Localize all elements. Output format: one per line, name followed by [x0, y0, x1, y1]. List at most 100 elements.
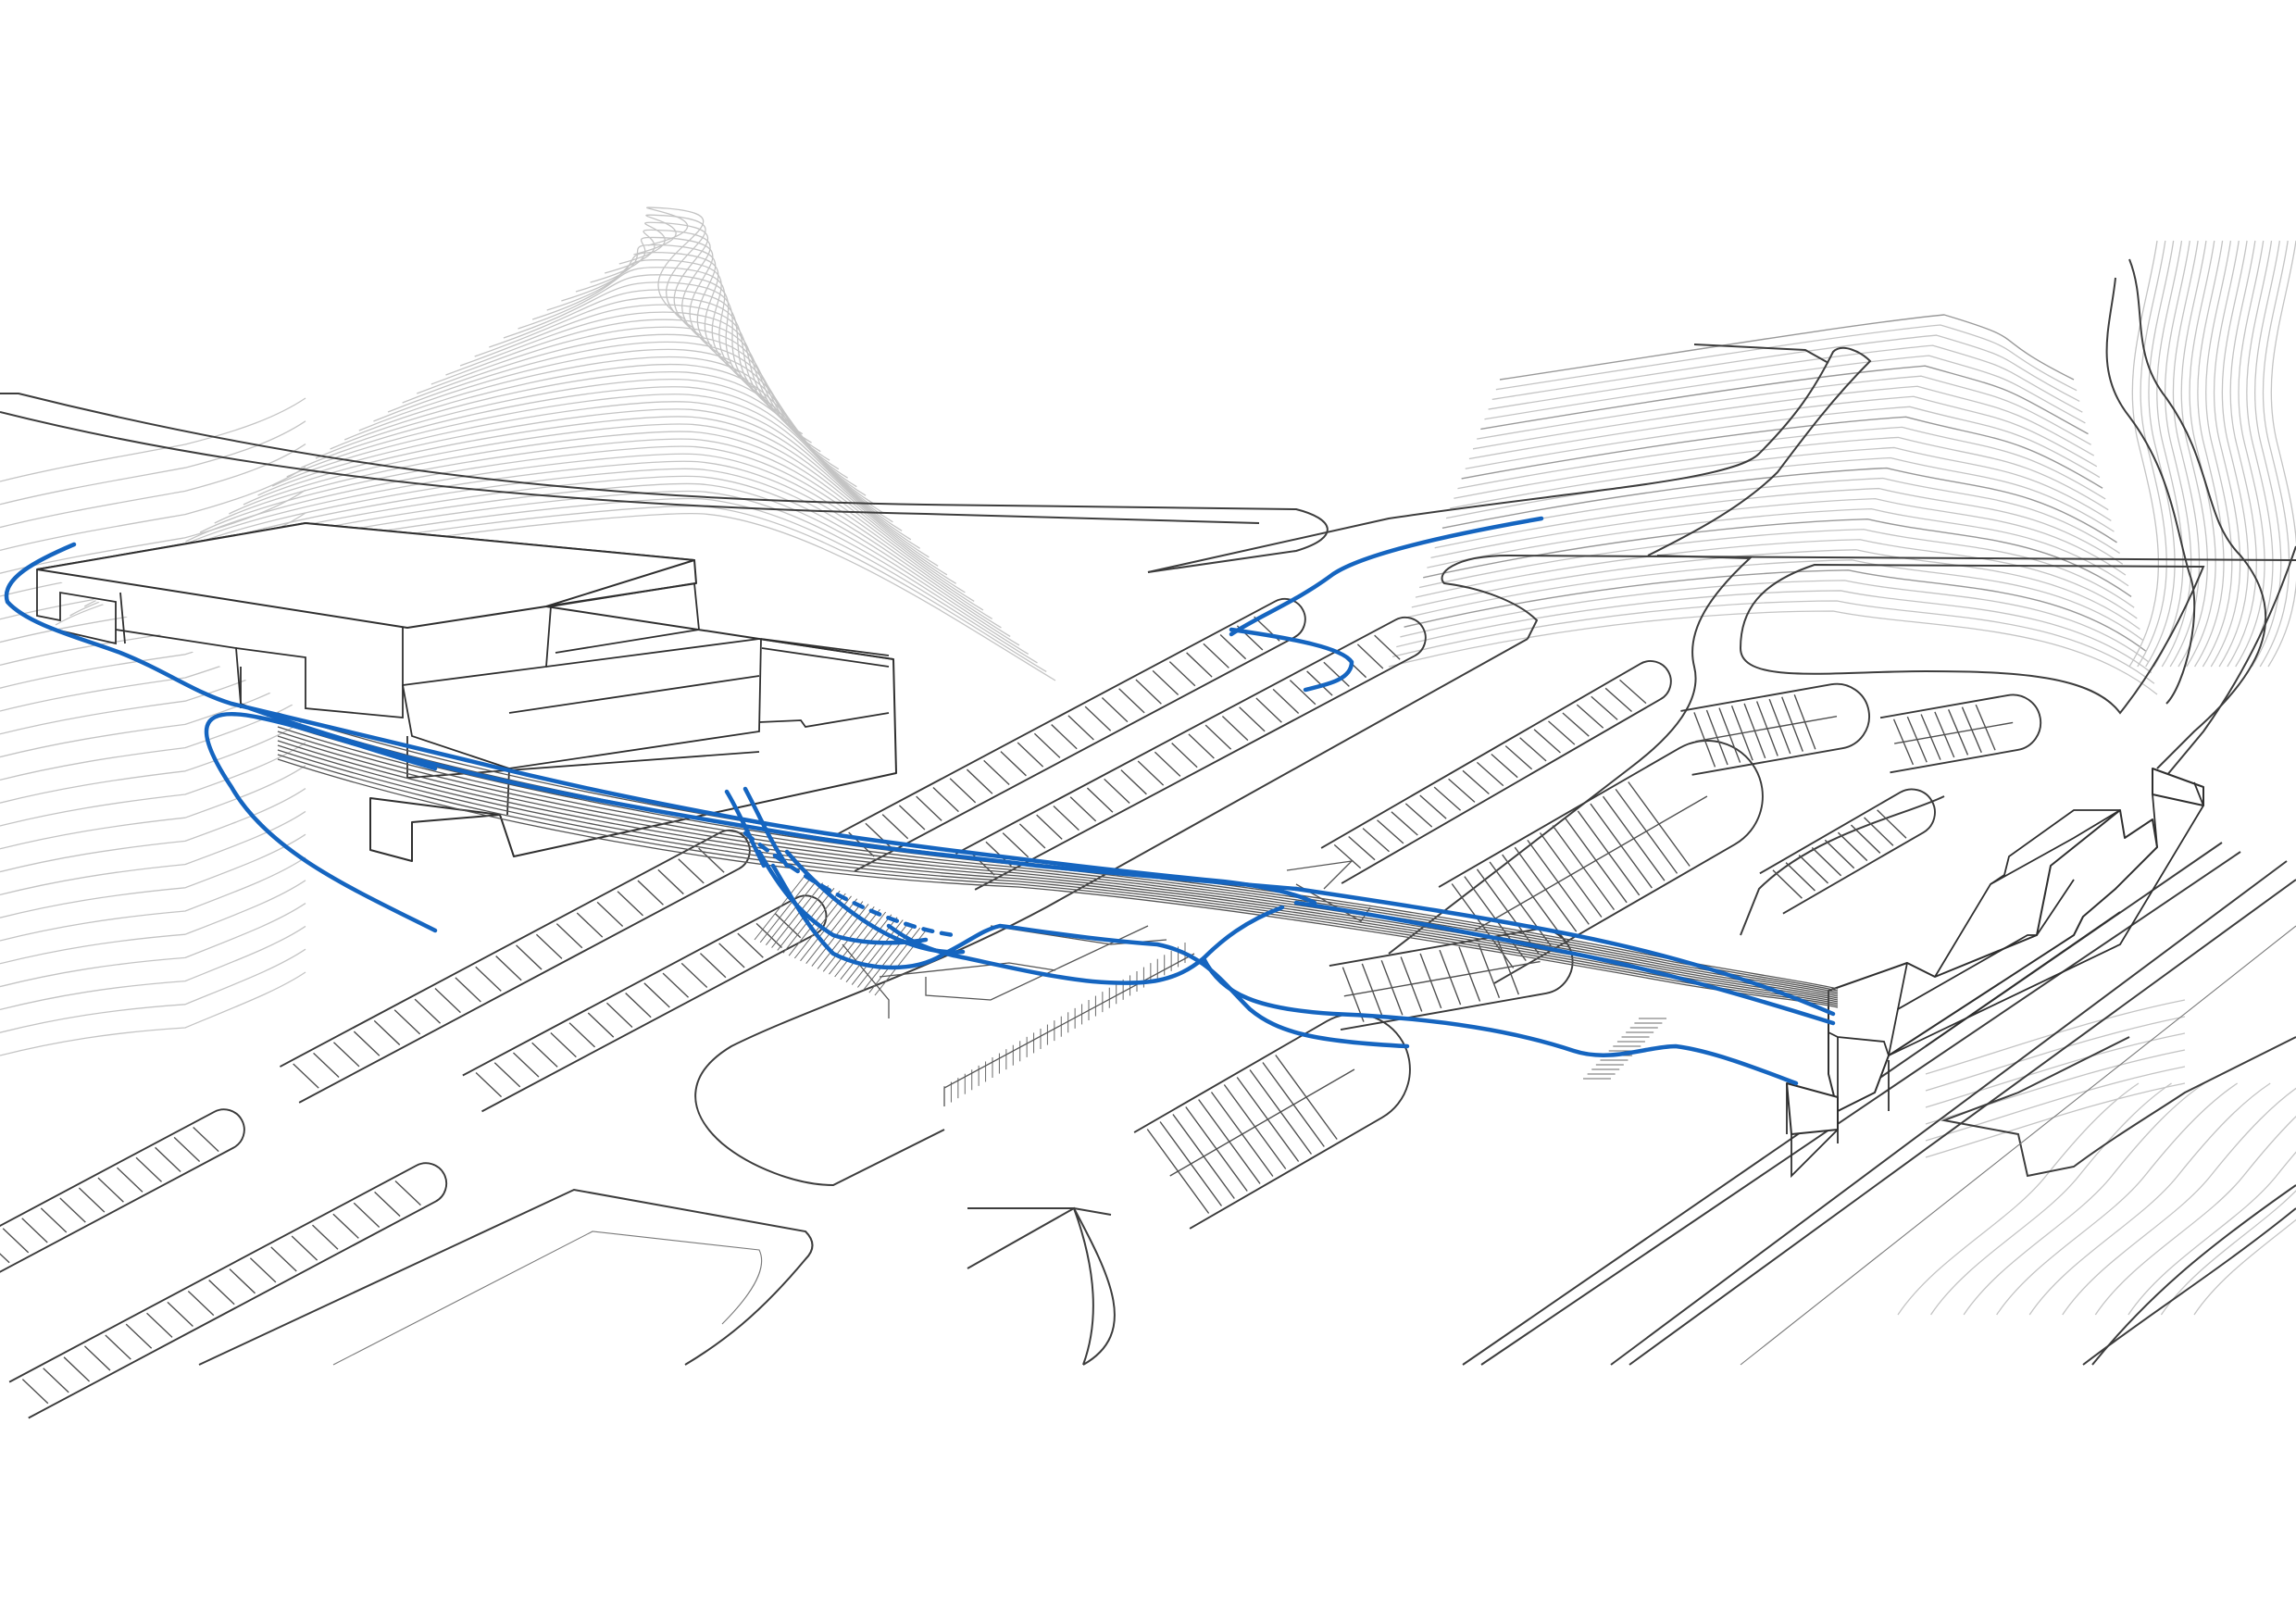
contour-line — [1963, 1082, 2205, 1316]
parking-stall-line — [414, 998, 442, 1024]
contour-line — [0, 443, 306, 529]
contour-line — [2267, 240, 2296, 668]
parking-lot-east-d — [1759, 788, 1936, 915]
flow-line-west-loop — [4, 542, 1317, 906]
flow-line-bridge-lower — [1293, 900, 1836, 1026]
contour-line — [2128, 240, 2160, 668]
parking-stall-line — [1619, 679, 1647, 705]
flow-line-west-curve — [204, 712, 438, 933]
parking-stall-line — [1033, 732, 1061, 758]
parking-stall-line — [983, 759, 1010, 786]
stair-edge — [879, 962, 1056, 978]
parking-stall-line — [193, 1126, 219, 1153]
contour-line — [633, 214, 706, 330]
contour-line — [1461, 416, 2103, 489]
contour-line — [1454, 436, 2109, 511]
contour-line — [2194, 240, 2225, 668]
parking-stall-line — [146, 1312, 173, 1338]
bridge-deck-line — [277, 744, 1839, 1003]
lower-left-road — [198, 1188, 814, 1366]
parking-stall-line — [637, 880, 664, 906]
parking-stall-line — [187, 1290, 215, 1317]
parking-stall-line — [1069, 796, 1097, 822]
railway-line-5 — [1740, 925, 2296, 1366]
parking-stall-line — [43, 1368, 69, 1393]
parking-stall-line — [568, 1022, 596, 1048]
contour-line — [1407, 559, 2143, 641]
contour-line — [229, 423, 948, 576]
parking-stall-line — [1051, 724, 1078, 750]
flow-line-stair-descent-2 — [756, 849, 929, 945]
contour-line — [0, 420, 306, 506]
contour-line — [503, 281, 776, 408]
railway-line-4 — [1628, 879, 2296, 1366]
parking-stall-line — [125, 1323, 153, 1349]
parking-stall-line — [105, 1334, 131, 1360]
flow-line-east-lower — [886, 905, 1285, 985]
stair-tread-west — [840, 914, 892, 981]
parking-divider-line — [1343, 960, 1541, 997]
contour-line — [0, 466, 306, 552]
parking-stall-line — [898, 805, 926, 831]
parking-stall-line — [63, 1356, 91, 1382]
contour-line — [1400, 580, 2150, 663]
parking-stall-line — [1152, 669, 1179, 696]
contour-line — [1465, 406, 2101, 479]
highway-right-far — [2156, 545, 2296, 788]
flow-line-stair-diag-2 — [742, 786, 790, 868]
parking-stall-line — [1333, 843, 1362, 869]
parking-stall-line — [1104, 778, 1130, 805]
parking-stall-line — [1101, 696, 1129, 723]
contour-line — [257, 408, 930, 558]
contour-line — [1388, 610, 2158, 695]
pedestrian-flow-lines — [4, 516, 1836, 1086]
parking-stall-line — [332, 1213, 359, 1239]
contour-line — [1468, 395, 2098, 468]
contour-line — [2169, 240, 2201, 668]
parking-stall-line — [1377, 819, 1404, 844]
bridge-deck-line — [277, 726, 1839, 995]
lower-center-curve — [1073, 1207, 1094, 1366]
parking-lot-station-front — [1329, 928, 1574, 1031]
parking-stall-line — [312, 1224, 339, 1250]
contour-line — [0, 971, 306, 1056]
parking-stall-line — [1137, 760, 1165, 786]
parking-stall-line — [475, 966, 502, 992]
flow-line-stair-descent — [770, 863, 1410, 1049]
stair-ramps — [754, 874, 1666, 1106]
parking-divider-line — [1169, 1068, 1355, 1177]
contour-line — [0, 397, 306, 482]
contour-line — [1495, 324, 2078, 392]
parking-stall-line — [249, 1257, 277, 1283]
parking-stall-line — [1504, 745, 1533, 770]
flow-line-stair-diag-1 — [724, 789, 767, 868]
parking-stall-line — [475, 1071, 503, 1098]
flow-line-east-platform — [1201, 956, 1799, 1086]
contour-line — [1925, 999, 2186, 1075]
contour-line — [0, 489, 306, 574]
contour-line — [0, 948, 306, 1033]
ridge-road — [1147, 346, 1872, 573]
highway-right-edge — [2105, 277, 2196, 705]
parking-stall-line — [698, 847, 725, 873]
parking-lot-outline — [462, 894, 828, 1113]
parking-stall-line — [1323, 661, 1350, 687]
parking-stall-line — [0, 1238, 10, 1264]
parking-stall-line — [1135, 679, 1162, 705]
parking-stall-line — [495, 956, 522, 981]
contour-line — [646, 206, 705, 320]
parking-stall-line — [1002, 832, 1029, 858]
parking-stall-line — [1850, 824, 1881, 854]
contour-line — [1404, 569, 2147, 652]
parking-stall-line — [83, 1345, 111, 1371]
parking-stall-line — [455, 977, 481, 1003]
parking-stall-line — [1391, 811, 1418, 836]
ridge-road-edge — [1693, 344, 1829, 364]
parking-stall-line — [1476, 761, 1504, 787]
parking-stall-line — [1356, 643, 1384, 669]
parking-stall-line — [1219, 634, 1247, 660]
parking-stall-line — [1084, 706, 1112, 731]
parking-lot-upper-b — [955, 616, 1427, 891]
service-road-loop — [1441, 555, 1539, 640]
parking-stall-line — [1236, 625, 1264, 651]
